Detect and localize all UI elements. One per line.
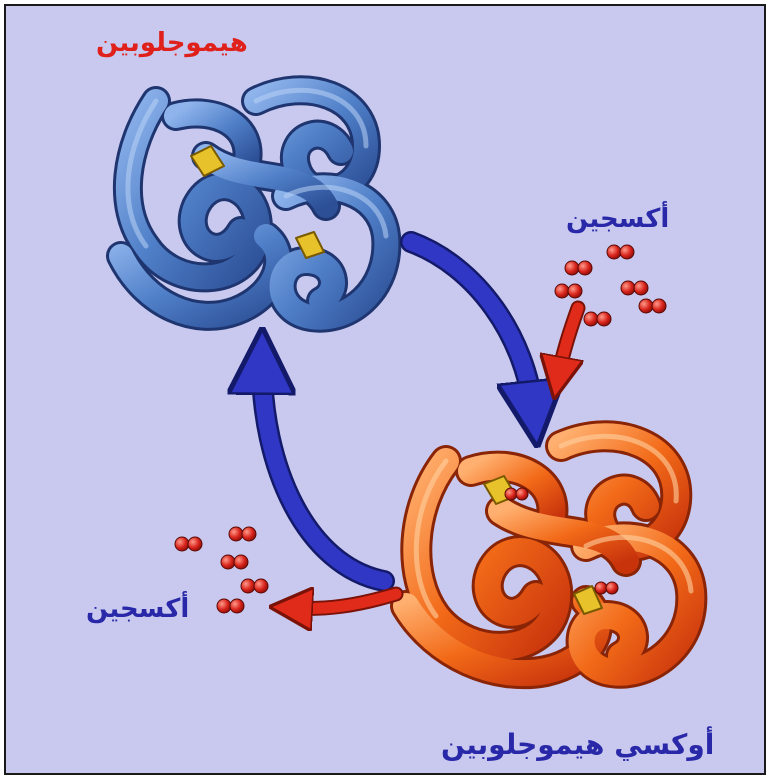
oxyhemoglobin-label: أوكسي هيموجلوبين — [441, 728, 714, 761]
oxygen-molecule-icon — [175, 537, 202, 551]
oxygen-in-label: أكسجين — [566, 204, 669, 234]
oxygen-molecule-icon — [217, 599, 244, 613]
oxygen-release-arrow — [291, 594, 396, 608]
oxygen-molecule-icon — [555, 284, 582, 298]
diagram-frame: هيموجلوبين أكسجين أكسجين أوكسي هيموجلوبي… — [4, 4, 766, 775]
oxygen-molecule-icon — [639, 299, 666, 313]
diagram-canvas — [6, 6, 764, 773]
oxygen-molecule-icon — [565, 261, 592, 275]
oxygen-molecule-icon — [241, 579, 268, 593]
oxygen-binding-arrow — [558, 308, 578, 378]
oxygen-molecule-icon — [621, 281, 648, 295]
oxygen-out-label: أكسجين — [86, 594, 189, 624]
oxygen-molecule-icon — [229, 527, 256, 541]
cycle-arrow-back — [262, 361, 384, 581]
oxygen-molecule-icon — [607, 245, 634, 259]
cycle-arrow-forward — [411, 242, 534, 414]
hemoglobin-molecule-icon — [121, 90, 386, 317]
hemoglobin-label: هيموجلوبين — [96, 28, 248, 58]
oxygen-molecule-icon — [584, 312, 611, 326]
oxygen-molecule-icon — [221, 555, 248, 569]
oxyhemoglobin-molecule-icon — [406, 436, 691, 673]
